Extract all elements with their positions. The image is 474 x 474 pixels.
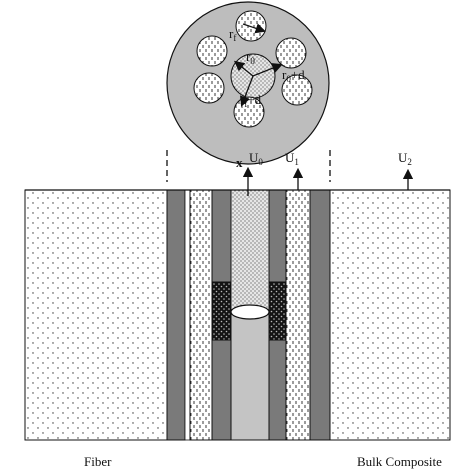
dashed-band-right <box>285 189 311 441</box>
fiber-circle-top-left <box>196 35 228 67</box>
caption-fiber: Fiber <box>84 454 112 469</box>
radius-arrow-rf <box>242 23 266 34</box>
caption-bulk-composite: Bulk Composite <box>357 454 442 469</box>
label-u2: U2 <box>398 150 412 167</box>
fiber-circle-top-right <box>275 37 307 69</box>
cross-section: rf r0 r0+d rf+d <box>166 1 330 165</box>
label-r0-plus-d: r0+d <box>282 67 305 84</box>
core-lower <box>230 311 270 441</box>
outer-bar-left <box>166 189 186 441</box>
outer-bar-right <box>309 189 331 441</box>
label-r0: r0 <box>246 49 255 66</box>
fiber-region <box>24 189 168 441</box>
radius-arrow-rfd <box>240 75 254 107</box>
core-break-ellipse <box>230 304 270 320</box>
label-rf-plus-d: rf+d <box>240 92 262 109</box>
bulk-composite-region <box>329 189 451 441</box>
fiber-circle-right <box>281 74 313 106</box>
label-u1: U1 <box>285 150 299 167</box>
radius-arrow-r0 <box>233 60 254 77</box>
crack-block-left <box>211 281 232 341</box>
label-x: x <box>236 155 243 170</box>
gap-left <box>184 189 191 441</box>
label-u0: U0 <box>249 150 263 167</box>
fiber-circle-left <box>193 72 225 104</box>
radius-arrow-r0d <box>252 63 283 77</box>
longitudinal-section <box>24 189 451 441</box>
dashed-band-left <box>189 189 213 441</box>
displacement-arrows: x U0 U1 U2 <box>236 150 414 196</box>
label-rf: rf <box>229 26 236 43</box>
crack-block-right <box>268 281 287 341</box>
